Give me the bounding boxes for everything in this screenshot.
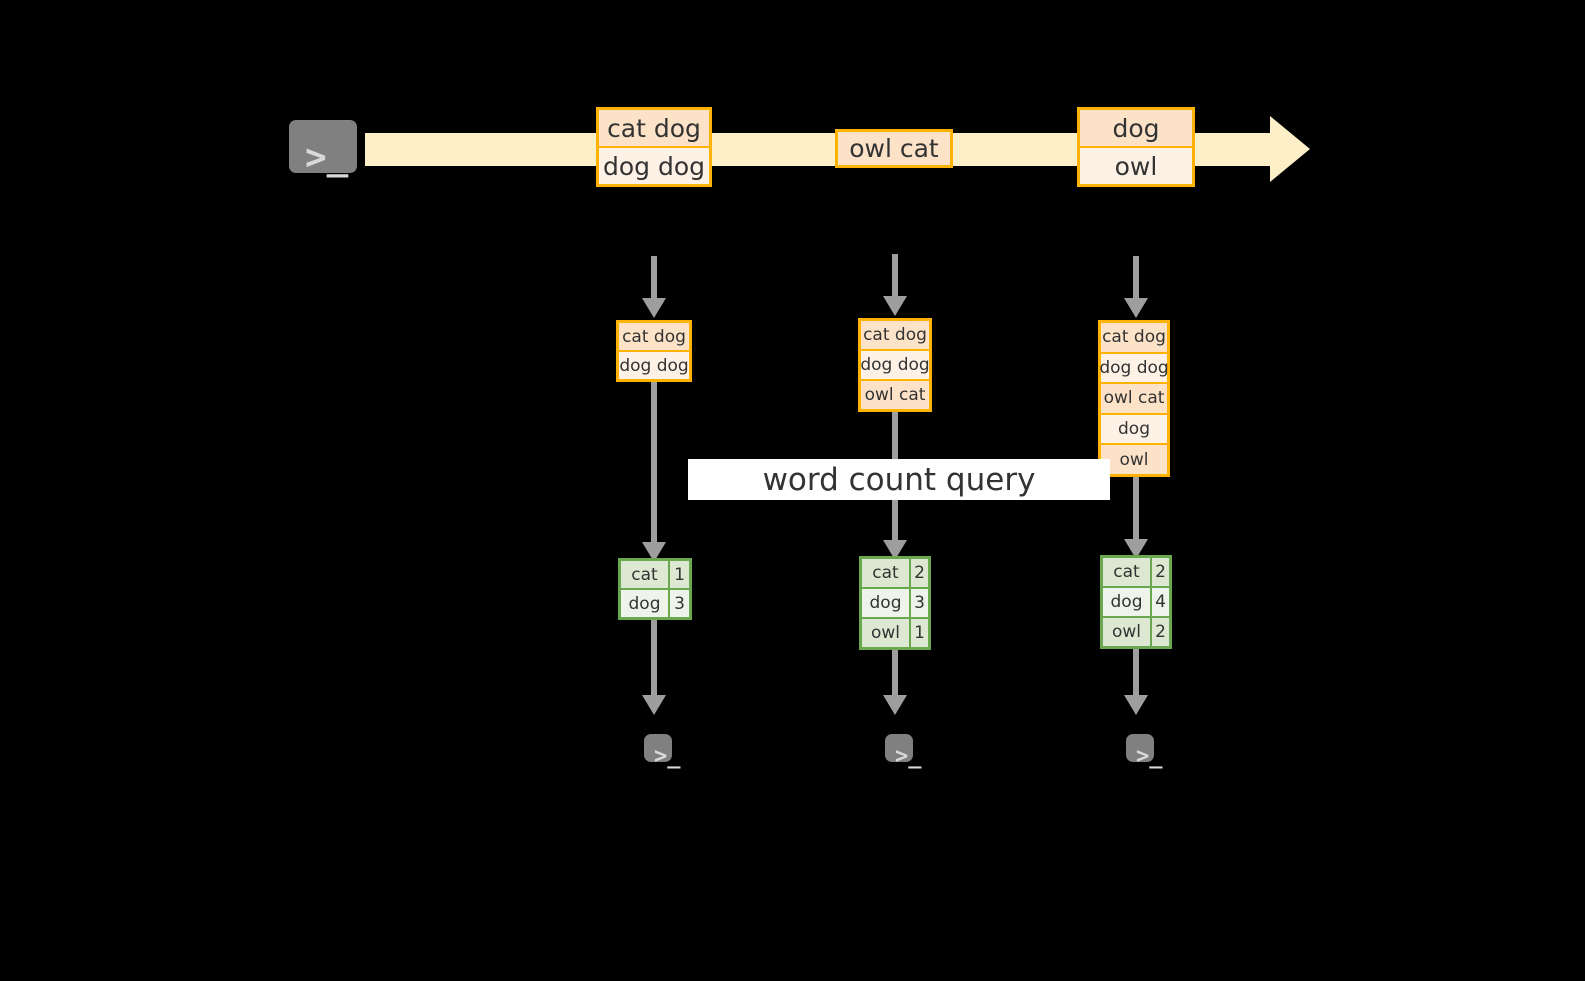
terminal-prompt-glyph: >_: [895, 744, 922, 769]
table-cell-word: dog: [1103, 588, 1150, 616]
snapshot-3-sink-terminal-icon[interactable]: >_: [1115, 723, 1165, 773]
source-terminal-icon[interactable]: >_: [278, 109, 368, 184]
snapshot-1-result-table[interactable]: cat 1 dog 3: [618, 558, 692, 620]
table-row: owl 1: [862, 619, 928, 647]
stream-arrowhead: [1270, 116, 1310, 182]
snapshot-3-input-stack[interactable]: cat dog dog dog owl cat dog owl: [1098, 320, 1170, 477]
input-line: cat dog: [861, 321, 929, 349]
terminal-prompt-glyph: >_: [654, 744, 681, 769]
input-line: dog: [1101, 414, 1167, 444]
table-cell-count: 4: [1152, 588, 1169, 616]
snapshot-3-result-table[interactable]: cat 2 dog 4 owl 2: [1100, 555, 1172, 649]
query-label-band: word count query: [688, 459, 1110, 500]
input-line: owl cat: [1101, 384, 1167, 413]
stream-record-1[interactable]: cat dog dog dog: [596, 107, 712, 187]
table-cell-count: 1: [911, 619, 928, 647]
table-row: cat 2: [1103, 558, 1169, 586]
input-line: dog dog: [860, 351, 930, 379]
table-cell-count: 1: [670, 561, 689, 588]
snapshot-2-sink-terminal-icon[interactable]: >_: [874, 723, 924, 773]
table-row: owl 2: [1103, 618, 1169, 646]
record-line: owl: [1080, 148, 1192, 184]
table-cell-count: 3: [911, 589, 928, 617]
input-line: dog dog: [619, 352, 689, 379]
table-row: cat 1: [621, 561, 689, 588]
snapshot-2-result-table[interactable]: cat 2 dog 3 owl 1: [859, 556, 931, 650]
input-line: owl: [1101, 445, 1167, 474]
table-cell-word: cat: [621, 561, 668, 588]
snapshot-2-input-stack[interactable]: cat dog dog dog owl cat: [858, 318, 932, 412]
stream-record-2[interactable]: owl cat: [835, 129, 953, 168]
input-line: dog dog: [1099, 353, 1169, 383]
table-cell-word: cat: [862, 559, 909, 587]
record-line: dog: [1080, 110, 1192, 146]
snapshot-1-input-stack[interactable]: cat dog dog dog: [616, 320, 692, 382]
table-cell-word: owl: [1103, 618, 1150, 646]
terminal-prompt-glyph: >_: [305, 137, 349, 178]
input-line: cat dog: [1101, 323, 1167, 352]
query-label-text: word count query: [762, 461, 1036, 498]
stream-record-3[interactable]: dog owl: [1077, 107, 1195, 187]
record-line: owl cat: [838, 132, 950, 165]
table-cell-count: 2: [1152, 618, 1169, 646]
table-row: dog 3: [621, 590, 689, 617]
table-row: cat 2: [862, 559, 928, 587]
table-cell-word: dog: [862, 589, 909, 617]
terminal-prompt-glyph: >_: [1136, 744, 1163, 769]
table-row: dog 4: [1103, 588, 1169, 616]
table-cell-word: cat: [1103, 558, 1150, 586]
table-cell-word: owl: [862, 619, 909, 647]
record-line: dog dog: [599, 148, 709, 184]
table-cell-count: 2: [911, 559, 928, 587]
table-row: dog 3: [862, 589, 928, 617]
table-cell-count: 2: [1152, 558, 1169, 586]
record-line: cat dog: [599, 110, 709, 146]
table-cell-word: dog: [621, 590, 668, 617]
input-line: owl cat: [861, 381, 929, 409]
snapshot-1-sink-terminal-icon[interactable]: >_: [633, 723, 683, 773]
input-line: cat dog: [619, 323, 689, 350]
table-cell-count: 3: [670, 590, 689, 617]
